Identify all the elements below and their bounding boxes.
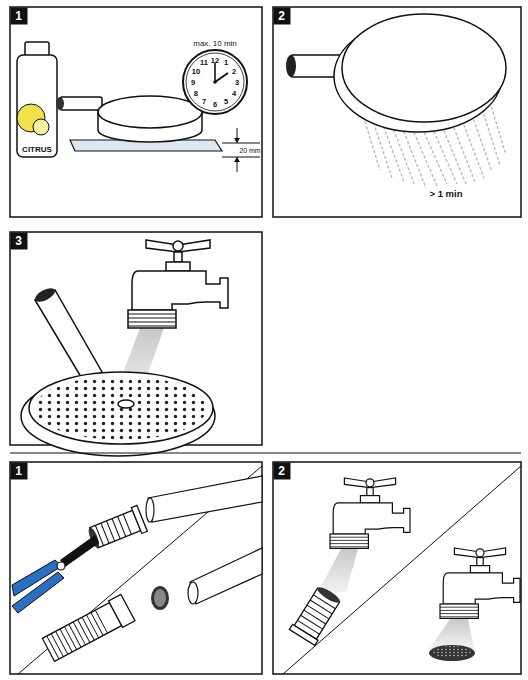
shower-handle <box>60 97 102 110</box>
step-number: 3 <box>10 232 27 249</box>
clock-numeral: 4 <box>232 90 236 98</box>
center-nozzle <box>118 400 134 408</box>
arrow-head <box>234 138 240 162</box>
filter-flange <box>131 505 147 533</box>
faucet <box>440 548 520 618</box>
clock-rim <box>186 53 244 111</box>
section-divider <box>10 453 521 454</box>
bottle-cap <box>25 42 49 56</box>
time-note: max. 10 min <box>193 40 237 48</box>
step-number: 2 <box>273 462 290 479</box>
clock-numeral: 10 <box>192 68 200 76</box>
plier-handle <box>12 572 64 613</box>
shower-head-face <box>342 14 506 122</box>
step-number: 2 <box>273 7 290 24</box>
filter-flange <box>289 624 318 645</box>
handle-cap <box>286 55 296 77</box>
clock-numeral: 5 <box>224 98 228 106</box>
clock-numeral: 1 <box>224 60 228 68</box>
shower-handle <box>35 290 102 382</box>
nozzle-holes <box>35 376 207 440</box>
panel-frame <box>10 7 262 217</box>
nut-threads <box>47 610 108 659</box>
faucet <box>330 478 410 548</box>
shower-head-top <box>98 96 202 128</box>
panel-frame <box>10 232 262 445</box>
clock-face <box>183 50 247 114</box>
filter-end <box>315 585 341 606</box>
hose-end <box>190 548 262 604</box>
clock-numeral: 8 <box>194 90 198 98</box>
filter-screen <box>151 586 169 610</box>
plier-pivot <box>57 562 65 570</box>
handle-cap <box>33 285 57 304</box>
dimension-line <box>222 143 260 157</box>
hose-opening <box>188 582 198 604</box>
nut-body <box>42 603 121 662</box>
dimension-arrow <box>237 128 238 172</box>
clock-numeral: 6 <box>213 101 217 109</box>
product-label: CITRUS <box>22 146 52 154</box>
filter-insert <box>289 584 343 646</box>
time-note: > 1 min <box>430 189 463 199</box>
clock-hour-hand <box>215 73 228 82</box>
threaded-nut <box>41 594 135 663</box>
dimension-label: 20 mm <box>239 147 260 154</box>
step-number: 1 <box>10 7 27 24</box>
panel-frame <box>273 7 521 217</box>
lemon-slice <box>33 119 49 135</box>
panel-frame <box>10 462 262 674</box>
clock-numeral: 9 <box>191 79 195 87</box>
nut-hex <box>109 594 135 627</box>
handle-cap <box>56 97 64 110</box>
screen-mesh <box>154 589 166 607</box>
faucet <box>128 240 228 328</box>
clock-numeral: 2 <box>232 68 236 76</box>
clock-numeral: 11 <box>200 60 208 68</box>
water-jet <box>318 549 358 592</box>
filter-ribs <box>95 514 131 546</box>
clock-numeral: 12 <box>211 57 219 65</box>
clock-numeral: 3 <box>235 79 239 87</box>
shower-head-face <box>29 372 213 444</box>
panel-diagonal <box>283 466 521 674</box>
hose-end <box>148 476 262 522</box>
plier-jaws <box>60 535 99 567</box>
water-jet <box>430 619 474 648</box>
citrus-bottle <box>17 55 57 157</box>
filter-screen <box>429 645 475 661</box>
panel-frame <box>273 462 521 674</box>
clock-numeral: 7 <box>202 98 206 106</box>
clock-center <box>213 80 217 84</box>
clock-minute-hand <box>214 63 216 82</box>
step-number: 1 <box>10 462 27 479</box>
screen-mesh <box>433 646 471 658</box>
hose-opening <box>146 498 154 522</box>
filter-ribs <box>297 595 335 634</box>
